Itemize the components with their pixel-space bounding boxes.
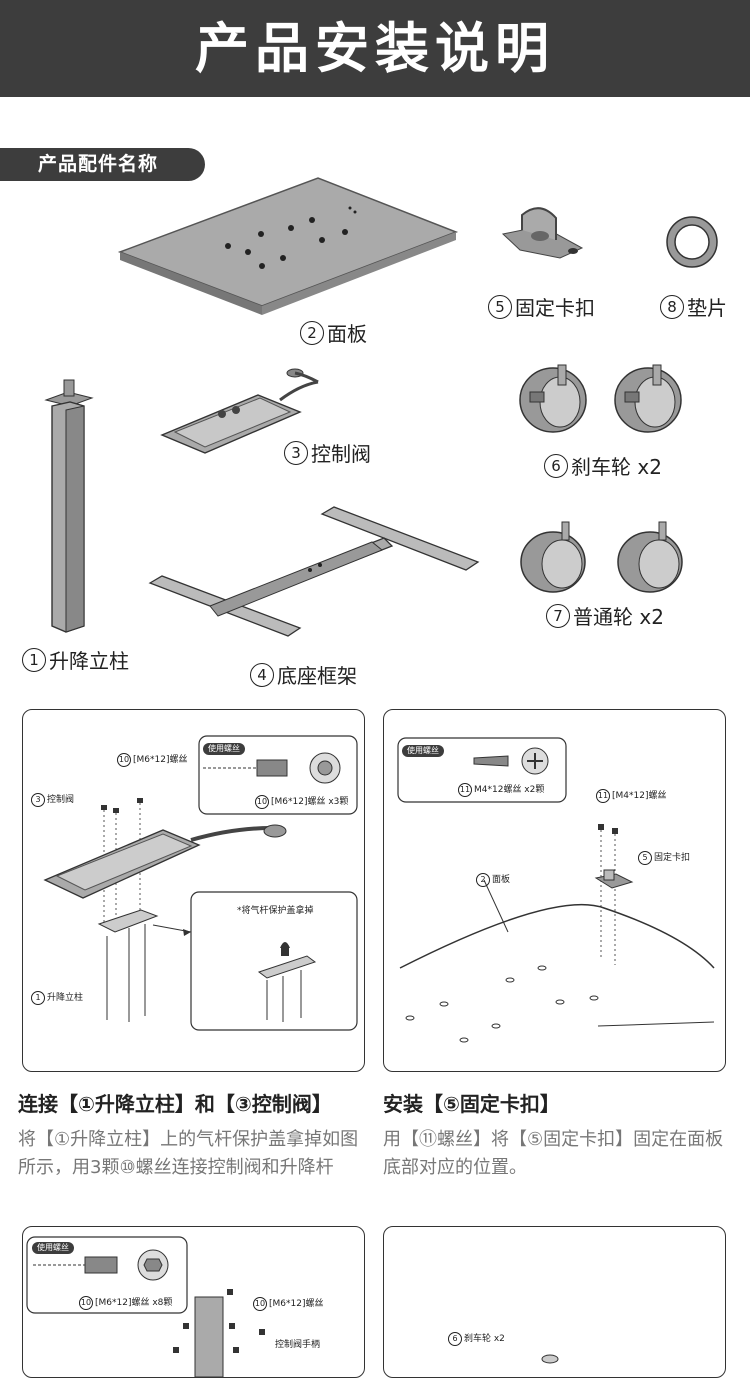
callout-text: 刹车轮 x2 <box>464 1334 505 1344</box>
step3-handle-callout: 控制阀手柄 <box>275 1340 321 1350</box>
part-number-badge: 4 <box>250 662 274 687</box>
screw-number: 10 <box>79 1296 93 1310</box>
washer-part-image <box>666 216 718 268</box>
step2-description: 用【⑪螺丝】将【⑤固定卡扣】固定在面板底部对应的位置。 <box>383 1129 724 1178</box>
screw-number: 11 <box>458 783 472 797</box>
part-number-badge: 1 <box>22 647 46 672</box>
callout-text: 控制阀 <box>47 795 75 805</box>
part-name: 升降立柱 <box>49 649 129 673</box>
step1-inset-note: *将气杆保护盖拿掉 <box>237 906 314 916</box>
part-number-badge: 8 <box>660 294 684 319</box>
screw-number: 11 <box>596 789 610 803</box>
use-screws-tag: 使用螺丝 <box>402 745 444 757</box>
column-part-image <box>44 379 94 633</box>
screw-spec-text: M4*12螺丝 x2颗 <box>474 785 545 795</box>
part-name: 控制阀 <box>311 442 371 466</box>
part-number-badge: 5 <box>488 294 512 319</box>
callout-text: 固定卡扣 <box>654 853 691 863</box>
screw-number: 10 <box>255 795 269 809</box>
step1-screw-spec: 10[M6*12]螺丝 x3颗 <box>255 794 348 809</box>
step2-drawing <box>397 737 715 1043</box>
panel-part-image <box>117 177 459 315</box>
step3-screw-spec: 10[M6*12]螺丝 x8颗 <box>79 1295 172 1310</box>
part-number-badge: 3 <box>284 440 308 465</box>
part-name: 底座框架 <box>277 664 357 688</box>
callout-text: 面板 <box>492 875 511 885</box>
step1-screw-callout: 10[M6*12]螺丝 <box>117 752 187 767</box>
parts-section-pill: 产品配件名称 <box>0 148 205 181</box>
step2-screw-callout: 11[M4*12]螺丝 <box>596 788 666 803</box>
step1-title: 连接【①升降立柱】和【③控制阀】 <box>18 1092 332 1116</box>
part-number-badge: 7 <box>546 603 570 628</box>
part-name: 刹车轮 x2 <box>571 455 662 479</box>
part-number: 3 <box>31 793 45 807</box>
part-name: 固定卡扣 <box>515 296 595 320</box>
part-number: 2 <box>476 873 490 887</box>
step3-screw-callout: 10[M6*12]螺丝 <box>253 1296 323 1311</box>
part-name: 面板 <box>327 322 367 346</box>
header-bar: 产品安装说明 <box>0 0 750 97</box>
brake-wheels-part-image <box>519 364 682 433</box>
part-number: 1 <box>31 991 45 1005</box>
callout-text: [M4*12]螺丝 <box>612 791 667 801</box>
step3-drawing <box>26 1236 265 1377</box>
normal-wheels-part-image <box>520 521 683 593</box>
step1-description: 将【①升降立柱】上的气杆保护盖拿掉如图所示，用3颗⑩螺丝连接控制阀和升降杆 <box>18 1129 359 1178</box>
valve-part-image <box>160 368 319 454</box>
step1-drawing <box>43 735 358 1031</box>
part-number-badge: 6 <box>544 453 568 478</box>
part-name: 普通轮 x2 <box>573 605 664 629</box>
part-number: 5 <box>638 851 652 865</box>
clip-part-image <box>501 207 584 259</box>
use-screws-tag: 使用螺丝 <box>32 1242 74 1254</box>
page-title: 产品安装说明 <box>195 17 555 80</box>
parts-section-title: 产品配件名称 <box>38 153 159 175</box>
part-number-badge: 2 <box>300 320 324 345</box>
screw-number: 10 <box>117 753 131 767</box>
step4-drawing <box>541 1354 559 1364</box>
screw-spec-text: [M6*12]螺丝 x8颗 <box>95 1298 173 1308</box>
step3-diagram-panel: 使用螺丝 10[M6*12]螺丝 x8颗 10[M6*12]螺丝 控制阀手柄 <box>22 1226 365 1378</box>
callout-text: [M6*12]螺丝 <box>133 755 188 765</box>
base-frame-part-image <box>148 506 480 637</box>
part-name: 垫片 <box>687 296 727 320</box>
screw-number: 10 <box>253 1297 267 1311</box>
part-number: 6 <box>448 1332 462 1346</box>
use-screws-tag: 使用螺丝 <box>203 743 245 755</box>
parts-illustration <box>44 177 718 637</box>
screw-spec-text: [M6*12]螺丝 x3颗 <box>271 797 349 807</box>
callout-text: 升降立柱 <box>47 993 84 1003</box>
step2-title: 安装【⑤固定卡扣】 <box>383 1092 560 1116</box>
callout-text: [M6*12]螺丝 <box>269 1299 324 1309</box>
